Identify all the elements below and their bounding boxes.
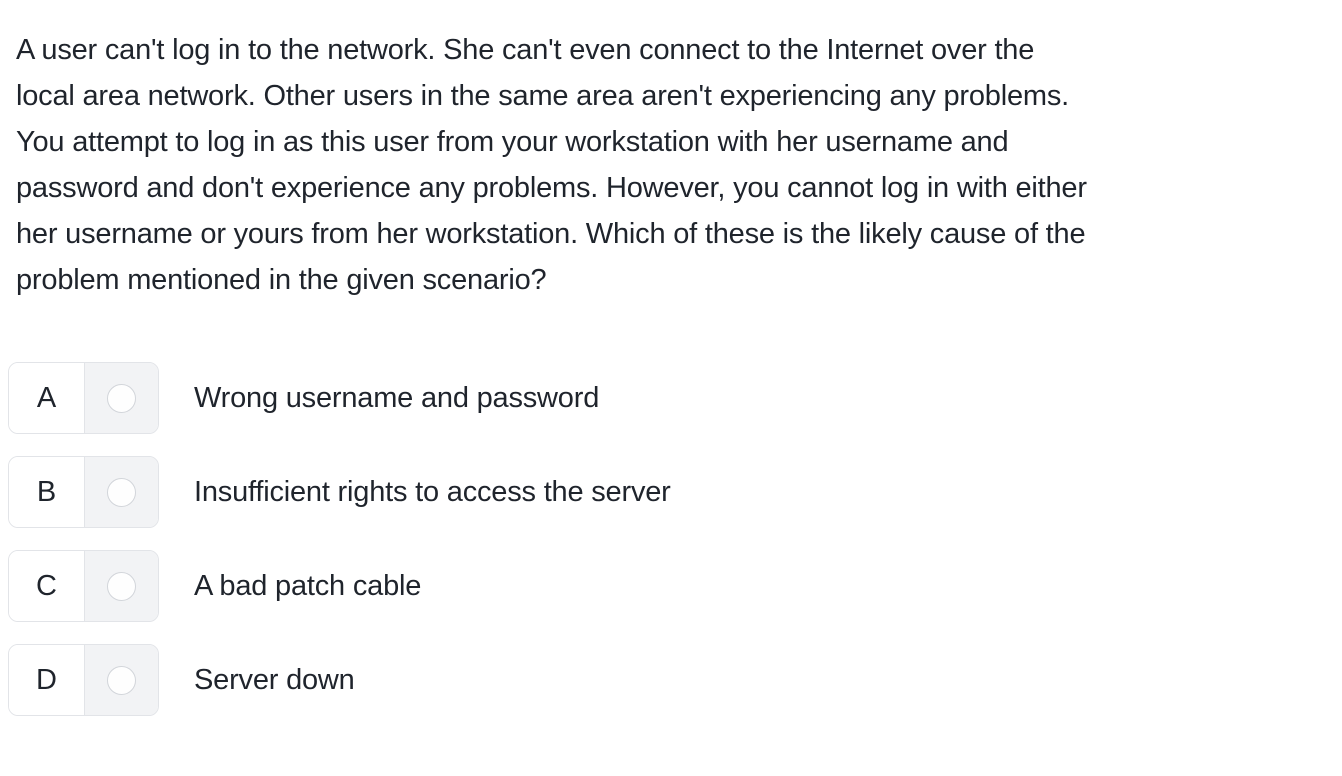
option-d-selector[interactable]: D xyxy=(8,644,159,716)
option-a-letter[interactable]: A xyxy=(9,363,85,433)
option-c-text: A bad patch cable xyxy=(194,569,422,602)
option-row-a: A Wrong username and password xyxy=(8,362,1342,434)
option-c-radio-cell[interactable] xyxy=(85,551,158,621)
option-b-radio-cell[interactable] xyxy=(85,457,158,527)
option-a-text: Wrong username and password xyxy=(194,381,600,414)
option-b-letter[interactable]: B xyxy=(9,457,85,527)
question-line: her username or yours from her workstati… xyxy=(16,218,1086,250)
option-row-c: C A bad patch cable xyxy=(8,550,1342,622)
option-c-letter[interactable]: C xyxy=(9,551,85,621)
option-row-d: D Server down xyxy=(8,644,1342,716)
option-d-radio-cell[interactable] xyxy=(85,645,158,715)
question-line: problem mentioned in the given scenario? xyxy=(16,264,547,296)
question-line: A user can't log in to the network. She … xyxy=(16,34,1035,66)
option-d-letter[interactable]: D xyxy=(9,645,85,715)
option-d-radio-icon[interactable] xyxy=(107,665,136,695)
option-b-selector[interactable]: B xyxy=(8,456,159,528)
question-line: password and don't experience any proble… xyxy=(16,172,1087,204)
options-list: A Wrong username and password B Insuffic… xyxy=(8,362,1342,716)
option-a-radio-cell[interactable] xyxy=(85,363,158,433)
option-c-radio-icon[interactable] xyxy=(107,571,136,601)
question-text: A user can't log in to the network. She … xyxy=(16,27,1326,303)
option-b-text: Insufficient rights to access the server xyxy=(194,475,671,508)
option-d-text: Server down xyxy=(194,663,355,696)
option-c-selector[interactable]: C xyxy=(8,550,159,622)
option-b-radio-icon[interactable] xyxy=(107,477,136,507)
question-line: local area network. Other users in the s… xyxy=(16,80,1070,112)
option-a-selector[interactable]: A xyxy=(8,362,159,434)
option-a-radio-icon[interactable] xyxy=(107,383,136,413)
option-row-b: B Insufficient rights to access the serv… xyxy=(8,456,1342,528)
question-line: You attempt to log in as this user from … xyxy=(16,126,1009,158)
